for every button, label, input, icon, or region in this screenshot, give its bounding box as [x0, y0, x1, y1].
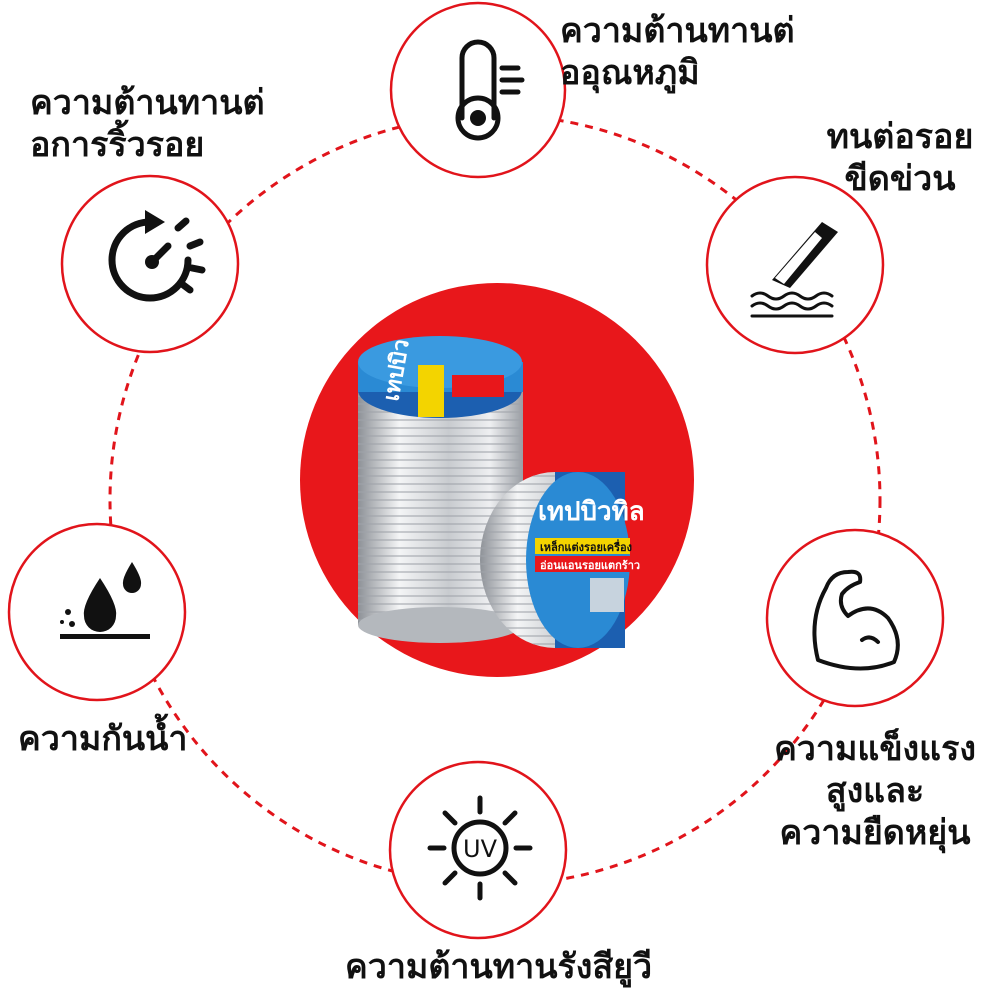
feature-label-line: ความแข็งแรง — [774, 729, 976, 769]
feature-label-vibration: ความต้านทานต่ อการริ้วรอย — [30, 82, 265, 166]
feature-circle-temperature — [389, 1, 567, 179]
feature-circle-scratch — [705, 175, 885, 355]
knife-cut-icon — [750, 222, 838, 318]
stopwatch-icon — [108, 210, 206, 302]
product-band-text: เหล็กแต่งรอยเครื่อง — [540, 539, 632, 554]
feature-label-line: ขีดข่วน — [844, 159, 956, 199]
feature-label-scratch: ทนต่อรอย ขีดข่วน — [820, 116, 980, 200]
feature-label-line: ความต้านทานต่ — [560, 11, 795, 51]
thermometer-icon — [455, 39, 525, 141]
feature-circle-strength — [765, 528, 945, 708]
uv-icon-text: UV — [463, 835, 498, 863]
feature-circle-vibration — [60, 174, 240, 354]
feature-label-line: สูงและ — [825, 771, 925, 811]
flexed-arm-icon — [812, 569, 900, 671]
feature-label-uv: ความต้านทานรังสียูวี — [345, 946, 652, 988]
feature-label-line: ความกันน้ำ — [18, 719, 188, 759]
feature-label-line: ความยืดหยุ่น — [779, 813, 971, 853]
feature-label-line: ความต้านทานรังสียูวี — [345, 947, 653, 987]
feature-circle-uv: UV — [388, 760, 568, 940]
feature-label-water: ความกันน้ำ — [18, 718, 188, 760]
uv-sun-icon: UV — [427, 795, 533, 901]
feature-label-line: อการริ้วรอย — [30, 125, 205, 165]
product-image: เทปบิว เทปบิวทิล เหล็กแต่งรอยเครื่อง อ่อ… — [358, 336, 645, 648]
product-brand: เทปบิวทิล — [538, 497, 645, 527]
feature-label-temperature: ความต้านทานต่ ออุณหภูมิ — [560, 10, 795, 94]
small-tape-roll: เทปบิวทิล เหล็กแต่งรอยเครื่อง อ่อนแอนรอย… — [480, 472, 645, 648]
product-band-text-2: อ่อนแอนรอยแตกร้าว — [540, 559, 640, 572]
feature-label-line: ทนต่อรอย — [826, 117, 974, 157]
feature-circle-water — [7, 522, 187, 702]
water-drops-icon — [60, 562, 150, 639]
feature-label-line: ออุณหภูมิ — [560, 53, 700, 93]
feature-label-line: ความต้านทานต่ — [30, 83, 265, 123]
feature-label-strength: ความแข็งแรง สูงและ ความยืดหยุ่น — [770, 728, 980, 854]
